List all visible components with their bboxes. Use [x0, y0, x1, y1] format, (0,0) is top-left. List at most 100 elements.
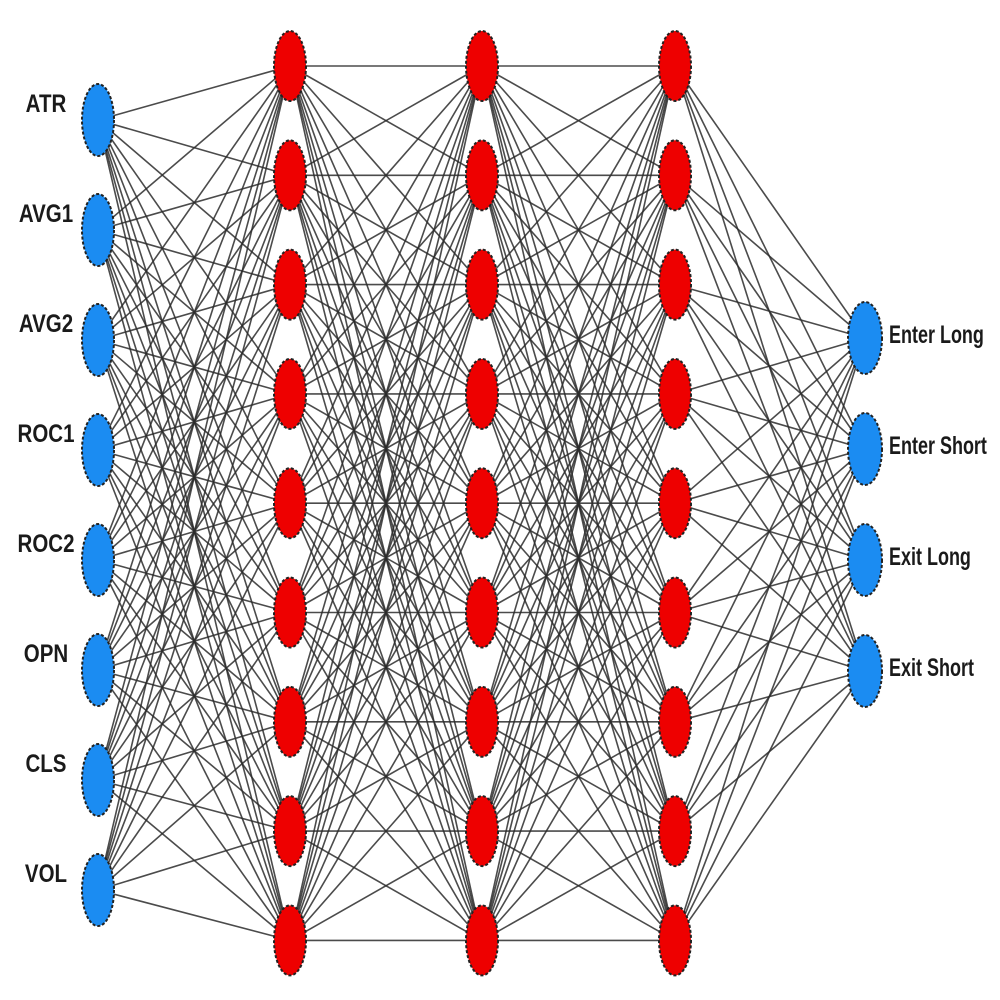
output-node: [847, 523, 883, 597]
hidden-node: [273, 576, 307, 649]
connection-line: [97, 889, 291, 942]
output-label: Exit Short: [889, 653, 974, 682]
connection-line: [97, 65, 291, 451]
output-label: Enter Short: [889, 431, 987, 460]
nodes-group: [81, 30, 883, 977]
input-label: ROC2: [18, 529, 75, 557]
connection-line: [674, 65, 866, 339]
connection-line: [289, 284, 483, 941]
connection-line: [674, 502, 866, 672]
hidden-node: [465, 467, 499, 540]
hidden-node: [465, 795, 499, 868]
connection-line: [289, 175, 483, 941]
connection-line: [97, 65, 291, 781]
connection-line: [97, 65, 291, 341]
input-label: VOL: [25, 859, 67, 887]
connection-line: [289, 65, 483, 176]
hidden-node: [658, 30, 692, 102]
connection-line: [97, 65, 291, 231]
connection-line: [481, 502, 676, 941]
hidden-node: [465, 576, 499, 649]
hidden-node: [658, 904, 692, 977]
connection-line: [481, 393, 676, 941]
connection-line: [97, 393, 291, 891]
connection-line: [289, 65, 483, 832]
connection-line: [97, 65, 291, 671]
connection-line: [674, 174, 866, 450]
hidden-node: [273, 795, 307, 868]
hidden-node: [273, 248, 307, 321]
connection-line: [674, 337, 866, 941]
connection-line: [97, 175, 291, 891]
hidden-node: [273, 467, 307, 540]
connection-line: [289, 502, 483, 941]
hidden-node: [465, 357, 499, 430]
input-node: [81, 83, 115, 157]
connection-line: [97, 830, 291, 891]
connection-line: [481, 65, 676, 395]
connection-line: [674, 448, 866, 941]
hidden-node: [658, 248, 692, 321]
connection-line: [674, 559, 866, 941]
hidden-node: [465, 248, 499, 321]
connection-line: [289, 65, 483, 941]
output-node: [847, 634, 883, 708]
hidden-node: [658, 576, 692, 649]
connection-line: [289, 830, 483, 942]
connection-line: [481, 65, 676, 504]
connection-line: [674, 337, 866, 723]
connection-line: [674, 393, 866, 672]
output-label: Exit Long: [889, 542, 971, 571]
connection-line: [674, 174, 866, 339]
connection-line: [97, 65, 291, 891]
connection-line: [97, 612, 291, 891]
connection-line: [674, 670, 866, 941]
connection-line: [289, 612, 483, 941]
connection-line: [481, 284, 676, 941]
connection-line: [481, 175, 676, 941]
connection-line: [97, 65, 291, 121]
output-node: [847, 412, 883, 486]
connection-line: [289, 65, 483, 395]
output-label: Enter Long: [889, 320, 984, 349]
input-node: [81, 523, 115, 597]
input-node: [81, 853, 115, 927]
hidden-node: [273, 139, 307, 212]
hidden-node: [273, 904, 307, 977]
connection-line: [289, 65, 483, 504]
connection-line: [674, 393, 866, 561]
input-label: ROC1: [18, 419, 75, 447]
connection-line: [674, 283, 866, 339]
connection-line: [674, 337, 866, 504]
connection-line: [481, 830, 676, 942]
input-label: ATR: [26, 89, 67, 117]
connection-line: [674, 337, 866, 832]
hidden-node: [273, 30, 307, 102]
connection-line: [481, 65, 676, 832]
hidden-node: [658, 139, 692, 212]
connection-line: [674, 284, 866, 561]
connection-line: [481, 65, 676, 176]
connection-line: [289, 65, 483, 613]
connection-line: [481, 65, 676, 723]
hidden-node: [273, 357, 307, 430]
connection-line: [674, 337, 866, 613]
input-node: [81, 633, 115, 707]
connection-line: [289, 393, 483, 941]
input-label: CLS: [25, 749, 66, 777]
connections-group: [97, 65, 866, 942]
connection-line: [481, 65, 676, 286]
connection-line: [481, 612, 676, 941]
input-label: AVG1: [19, 199, 74, 227]
input-node: [81, 193, 115, 267]
input-label: AVG2: [19, 309, 73, 337]
connection-line: [289, 65, 483, 723]
connection-line: [97, 502, 291, 891]
hidden-node: [465, 685, 499, 758]
connection-line: [97, 721, 291, 891]
hidden-node: [658, 357, 692, 430]
hidden-node: [658, 795, 692, 868]
hidden-node: [465, 904, 499, 977]
